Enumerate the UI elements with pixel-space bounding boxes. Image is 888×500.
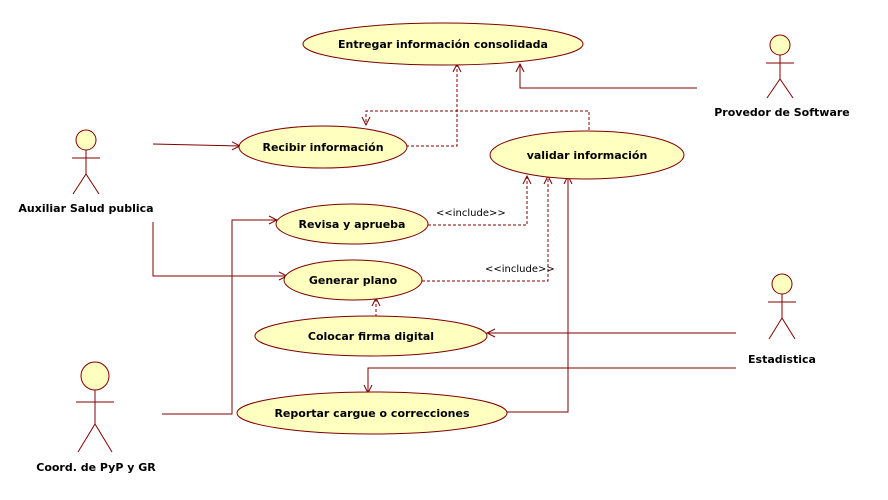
dep-validar-recibir [366,110,590,130]
use-case-label: Recibir información [262,141,383,154]
actor-label: Provedor de Software [714,106,850,119]
actor-label: Auxiliar Salud publica [18,202,153,215]
use-case-revisa[interactable]: Revisa y aprueba [275,203,429,245]
assoc-auxiliar-generar [152,222,287,276]
assoc-reportar-validar [507,176,568,413]
stick-figure-icon [768,273,796,340]
use-case-validar[interactable]: validar información [489,130,685,180]
use-case-generar[interactable]: Generar plano [283,259,423,301]
use-case-reportar[interactable]: Reportar cargue o correcciones [236,391,508,435]
dep-recibir-entregar [406,64,457,147]
connections [152,64,736,415]
actor-label: Estadistica [748,353,816,366]
stick-figure-icon [76,361,114,453]
stick-figure-icon [766,34,794,99]
actor-auxiliar[interactable]: Auxiliar Salud publica [18,129,154,215]
use-case-label: Reportar cargue o correcciones [274,407,470,420]
include-label-revisa: <<include>> [436,208,506,219]
use-case-label: validar información [527,149,648,162]
use-case-colocar[interactable]: Colocar firma digital [254,315,488,357]
use-case-label: Generar plano [309,274,398,287]
use-case-entregar[interactable]: Entregar información consolidada [302,22,584,66]
use-case-label: Entregar información consolidada [338,38,548,51]
stick-figure-icon [72,129,100,195]
assoc-coord-revisa [162,220,277,415]
assoc-proveedor-entregar [520,64,697,89]
use-case-label: Revisa y aprueba [299,218,406,231]
use-case-label: Colocar firma digital [308,330,434,343]
actor-coord[interactable]: Coord. de PyP y GR [36,361,156,474]
actor-label: Coord. de PyP y GR [36,461,156,474]
actor-estadistica[interactable]: Estadistica [748,273,816,366]
assoc-estadistica-reportar [368,367,736,393]
use-case-recibir[interactable]: Recibir información [238,125,408,169]
include-label-generar: <<include>> [485,264,555,275]
include-revisa-validar [428,176,527,226]
assoc-auxiliar-recibir [152,144,240,146]
include-generar-validar [422,176,548,282]
actor-proveedor[interactable]: Provedor de Software [714,34,850,119]
